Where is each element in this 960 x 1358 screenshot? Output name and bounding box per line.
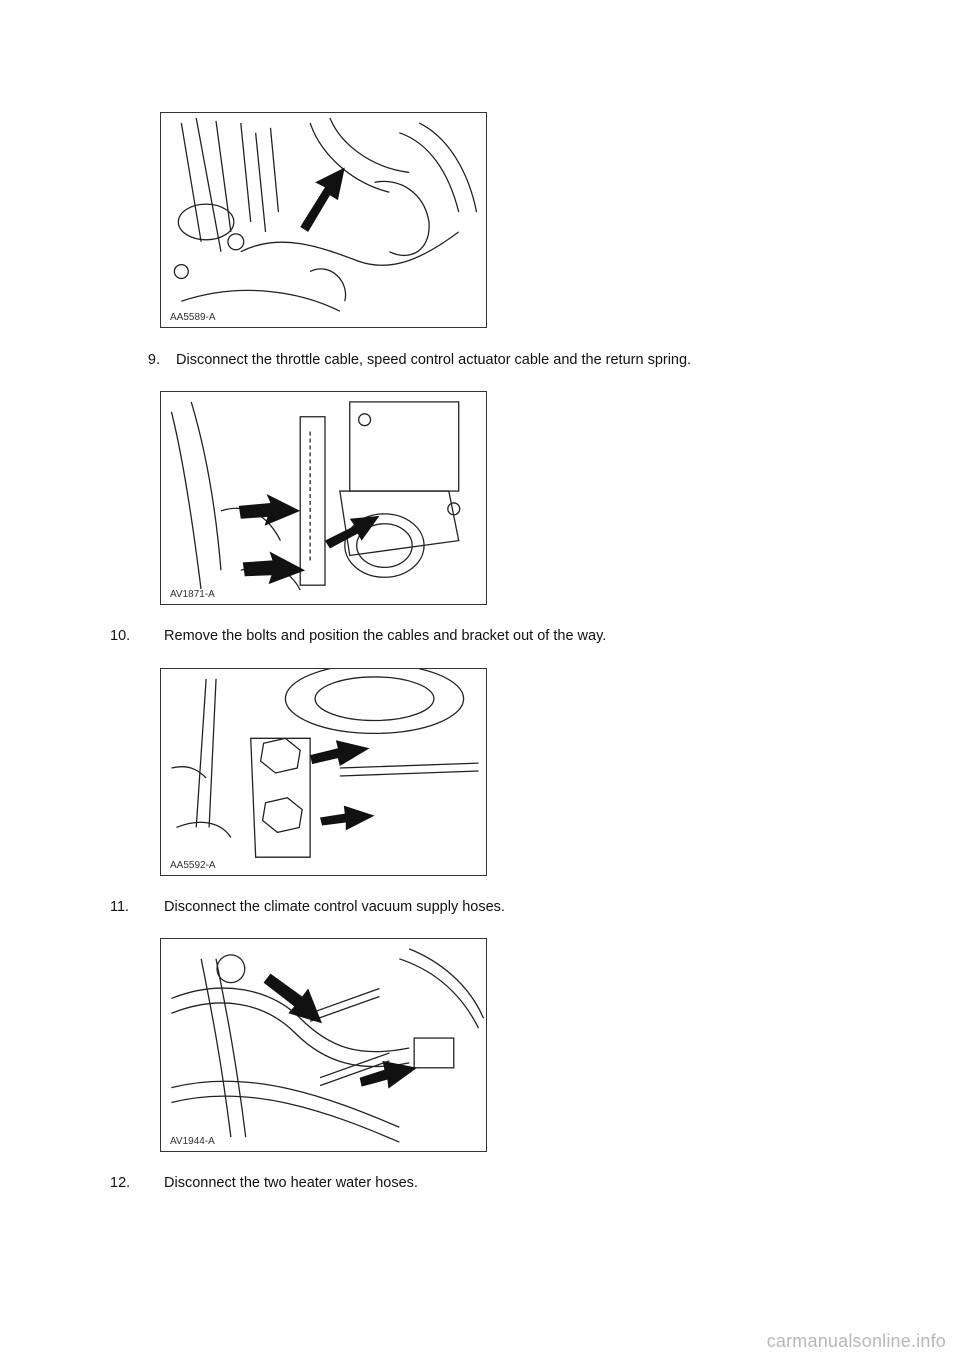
step-number: 11. xyxy=(110,899,130,915)
bracket-bolts-illustration xyxy=(171,669,479,858)
step-text: Disconnect the climate control vacuum su… xyxy=(164,899,505,915)
step-number: 12. xyxy=(110,1175,131,1191)
figure-label: AV1871-A xyxy=(168,589,217,600)
step-text: Disconnect the two heater water hoses. xyxy=(164,1175,418,1191)
throttle-cable-illustration xyxy=(170,401,461,591)
figure-label: AV1944-A xyxy=(168,1136,217,1147)
engine-hose-illustration xyxy=(173,117,478,312)
illustration-figure: AA5592-A xyxy=(160,668,487,876)
step-11: 11. Disconnect the climate control vacuu… xyxy=(110,898,505,916)
illustration-figure: AA5589-A xyxy=(160,112,487,328)
step-10: 10. Remove the bolts and position the ca… xyxy=(110,627,606,645)
figure-label: AA5592-A xyxy=(168,860,218,871)
illustration-figure: AV1944-A xyxy=(160,938,487,1152)
step-number: 10. xyxy=(110,628,131,644)
vacuum-hoses-illustration xyxy=(171,948,485,1143)
illustration-figure: AV1871-A xyxy=(160,391,487,605)
step-number: 9. xyxy=(147,352,160,368)
watermark: carmanualsonline.info xyxy=(766,1331,946,1351)
step-9: 9. Disconnect the throttle cable, speed … xyxy=(110,351,691,369)
figure-label: AA5589-A xyxy=(168,312,218,323)
step-12: 12. Disconnect the two heater water hose… xyxy=(110,1174,418,1192)
step-text: Remove the bolts and position the cables… xyxy=(164,628,607,644)
step-text: Disconnect the throttle cable, speed con… xyxy=(176,352,692,368)
